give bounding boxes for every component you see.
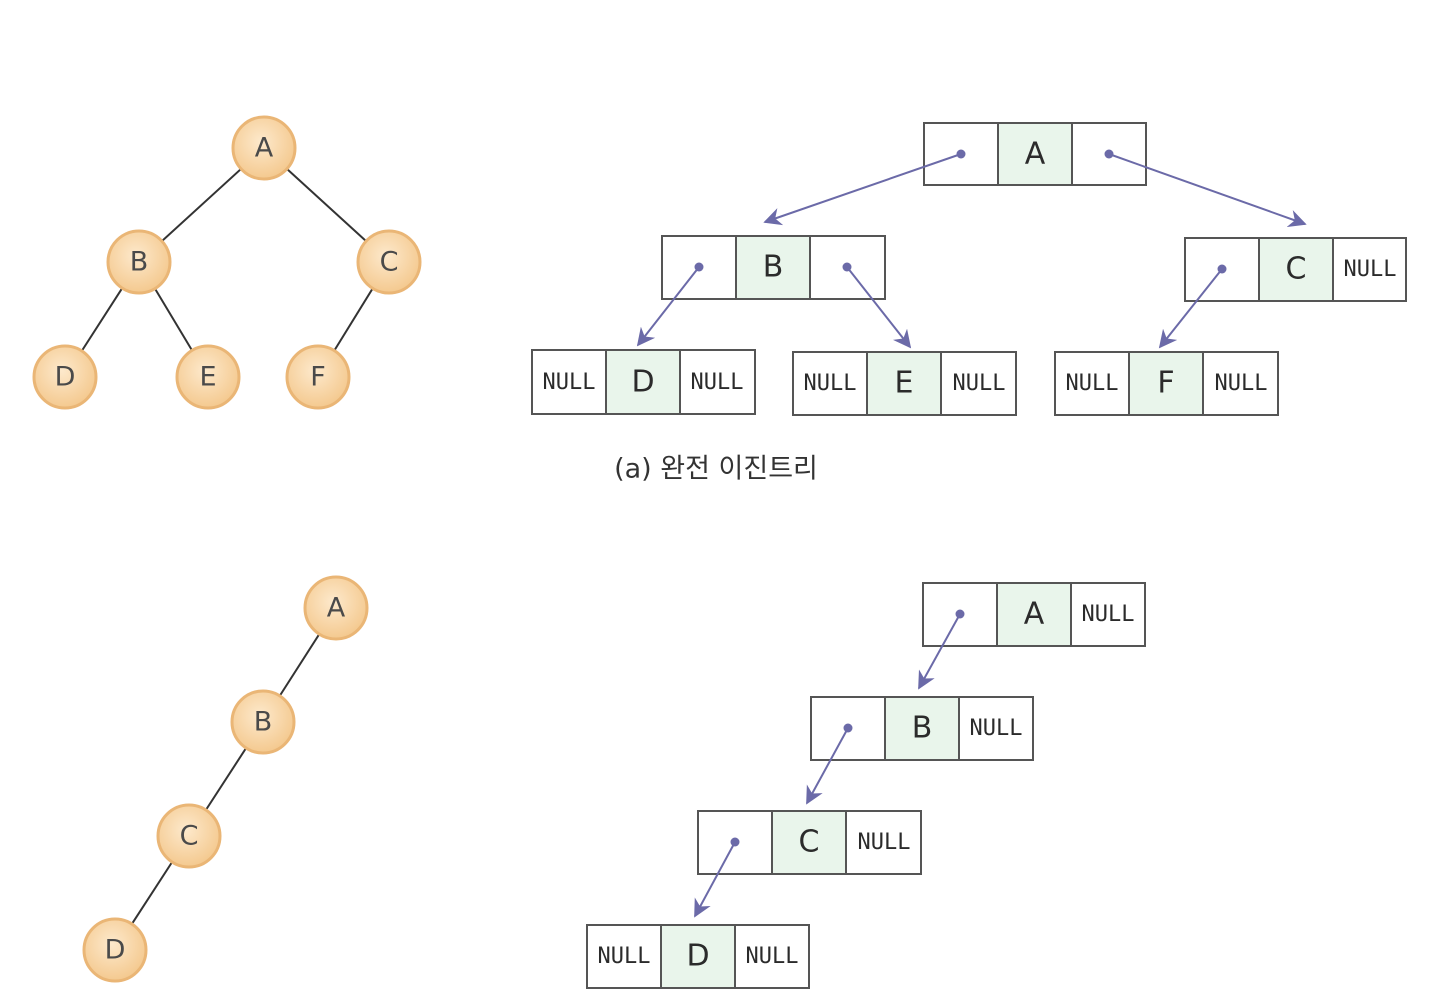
null-label: NULL [1082, 602, 1135, 627]
tree-node-label: D [105, 935, 126, 966]
null-label: NULL [598, 944, 651, 969]
tree-a: A B C D E F [32, 115, 422, 410]
tree-node-e: E [175, 344, 241, 410]
tree-node-label: A [255, 133, 274, 164]
arrow-c-to-d [694, 841, 736, 918]
tree-node-b: B [230, 689, 296, 755]
null-label: NULL [543, 370, 596, 395]
cell-data: B [763, 250, 784, 285]
null-label: NULL [746, 944, 799, 969]
null-label: NULL [691, 370, 744, 395]
null-label: NULL [858, 830, 911, 855]
arrow-a-to-b [918, 613, 961, 690]
tree-node-label: B [130, 247, 149, 278]
tree-b-edges [114, 607, 337, 951]
linked-node-f: NULL F NULL [1054, 351, 1279, 416]
linked-node-c: C NULL [1184, 237, 1407, 302]
cell-data: A [1024, 597, 1045, 632]
linked-node-a: A NULL [922, 582, 1146, 647]
tree-node-b: B [106, 229, 172, 295]
linked-a: A B C NULL NULL D NUL [531, 122, 1407, 416]
arrow-b-to-c [806, 727, 849, 805]
arrow-b-to-e [846, 266, 912, 349]
tree-node-c: C [156, 803, 222, 869]
tree-node-label: C [380, 247, 399, 278]
pointer-arrows-a [636, 153, 1307, 349]
arrow-c-to-f [1158, 268, 1223, 349]
tree-node-label: D [55, 362, 76, 393]
tree-node-c: C [356, 229, 422, 295]
tree-node-a: A [231, 115, 297, 181]
tree-node-label: F [310, 362, 326, 393]
linked-node-e: NULL E NULL [792, 351, 1017, 416]
cell-data: E [895, 366, 914, 401]
cell-data: C [799, 825, 820, 860]
linked-node-d: NULL D NULL [531, 349, 756, 415]
null-label: NULL [1215, 371, 1268, 396]
null-label: NULL [804, 371, 857, 396]
null-label: NULL [953, 371, 1006, 396]
cell-data: C [1286, 252, 1307, 287]
cell-data: D [631, 365, 654, 400]
tree-node-label: B [254, 707, 273, 738]
linked-node-b: B NULL [810, 696, 1034, 761]
linked-b: A NULL B NULL C NULL NULL D NU [586, 582, 1146, 989]
null-label: NULL [1344, 257, 1397, 282]
arrow-b-to-d [636, 266, 700, 347]
tree-b: A B C D [82, 575, 369, 983]
tree-node-d: D [82, 917, 148, 983]
cell-data: B [912, 711, 933, 746]
linked-node-c: C NULL [697, 810, 922, 875]
arrow-a-to-b [763, 153, 962, 226]
linked-node-d: NULL D NULL [586, 924, 810, 989]
null-label: NULL [1066, 371, 1119, 396]
null-label: NULL [970, 716, 1023, 741]
tree-node-label: C [180, 821, 199, 852]
cell-data: F [1157, 366, 1174, 401]
tree-node-label: A [327, 593, 346, 624]
tree-node-f: F [285, 344, 351, 410]
tree-node-d: D [32, 344, 98, 410]
cell-data: A [1025, 137, 1046, 172]
linked-node-b: B [661, 235, 886, 300]
linked-node-a: A [923, 122, 1147, 186]
cell-data: D [686, 939, 709, 974]
tree-node-label: E [199, 362, 216, 393]
tree-node-a: A [303, 575, 369, 641]
caption-complete-binary-tree: (a) 완전 이진트리 [614, 454, 818, 485]
arrow-a-to-c [1108, 153, 1307, 228]
pointer-arrows-b [694, 613, 961, 918]
